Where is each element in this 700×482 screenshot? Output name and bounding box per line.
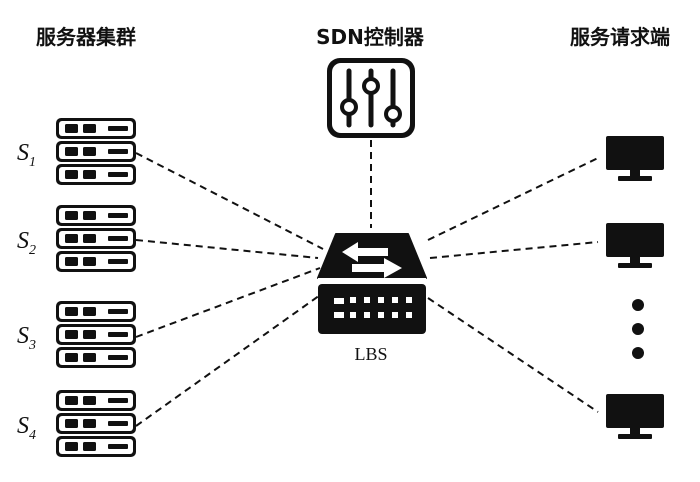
svg-text:S1: S1: [17, 140, 36, 170]
svg-text:S3: S3: [17, 323, 36, 353]
lbs-label: LBS: [354, 344, 387, 364]
vertical-ellipsis-icon: [632, 299, 644, 359]
heading-service-clients: 服务请求端: [570, 25, 670, 49]
link-server-1: [135, 152, 324, 250]
link-client-1: [427, 157, 599, 241]
desktop-monitor-icon: [606, 136, 664, 181]
links: [135, 140, 599, 427]
server-subscript: 3: [28, 338, 36, 353]
svg-text:S2: S2: [17, 228, 36, 258]
server-4: S4: [17, 390, 136, 457]
server-letter: S: [17, 323, 29, 349]
link-server-3: [135, 267, 321, 338]
server-letter: S: [17, 140, 29, 166]
server-1: S1: [17, 118, 136, 185]
server-subscript: 1: [29, 155, 36, 170]
server-letter: S: [17, 413, 29, 439]
server-letter: S: [17, 228, 29, 254]
link-client-2: [429, 241, 599, 259]
server-subscript: 2: [29, 243, 36, 258]
desktop-monitor-icon: [606, 223, 664, 268]
server-rack-icon: [56, 301, 136, 368]
desktop-monitor-icon: [606, 394, 664, 439]
heading-sdn-controller: SDN控制器: [316, 25, 425, 49]
server-3: S3: [17, 301, 136, 368]
network-switch-icon: [317, 233, 427, 334]
sliders-control-icon: [327, 58, 415, 138]
link-client-3: [427, 297, 599, 413]
server-2: S2: [17, 205, 136, 272]
server-rack-icon: [56, 118, 136, 185]
svg-text:S4: S4: [17, 413, 36, 443]
server-rack-icon: [56, 390, 136, 457]
server-subscript: 4: [29, 428, 36, 443]
server-rack-icon: [56, 205, 136, 272]
link-server-4: [135, 287, 331, 427]
link-server-2: [135, 239, 319, 259]
heading-server-cluster: 服务器集群: [36, 25, 136, 49]
